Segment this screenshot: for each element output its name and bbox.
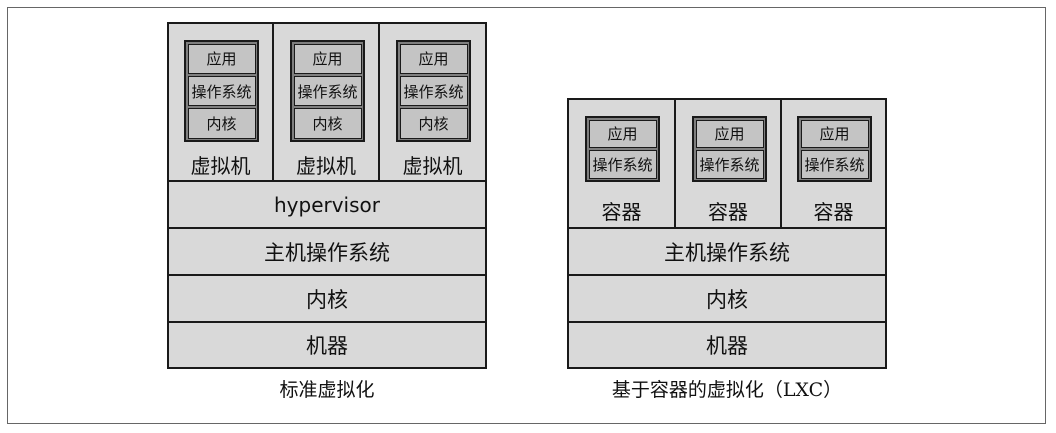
- vm-label: 虚拟机: [296, 154, 356, 178]
- vm-label: 虚拟机: [402, 154, 463, 178]
- vm-stack-2: 应用 操作系统 内核: [290, 40, 365, 142]
- machine-layer: 机器: [567, 321, 887, 369]
- app-block: 应用: [293, 43, 362, 75]
- vm-stack-3: 应用 操作系统 内核: [396, 40, 471, 142]
- vm-cell-3: 应用 操作系统 内核 虚拟机: [378, 22, 487, 182]
- os-block: 操作系统: [293, 75, 362, 107]
- kernel-block: 内核: [293, 107, 362, 139]
- container-cell-3: 应用 操作系统 容器: [780, 98, 887, 229]
- figure-frame: [7, 7, 1046, 424]
- kernel-block: 内核: [187, 107, 256, 139]
- hypervisor-layer: hypervisor: [167, 180, 487, 229]
- host-os-layer: 主机操作系统: [567, 227, 887, 276]
- machine-layer: 机器: [167, 321, 487, 369]
- kernel-layer: 内核: [167, 274, 487, 323]
- app-block: 应用: [399, 43, 468, 75]
- os-block: 操作系统: [800, 149, 869, 179]
- container-cell-2: 应用 操作系统 容器: [674, 98, 782, 229]
- app-block: 应用: [187, 43, 256, 75]
- vm-stack-1: 应用 操作系统 内核: [184, 40, 259, 142]
- container-stack-2: 应用 操作系统: [692, 116, 767, 182]
- kernel-block: 内核: [399, 107, 468, 139]
- vm-cell-1: 应用 操作系统 内核 虚拟机: [167, 22, 274, 182]
- vm-cell-2: 应用 操作系统 内核 虚拟机: [272, 22, 380, 182]
- container-virtualization-caption: 基于容器的虚拟化（LXC）: [611, 379, 843, 401]
- vm-label: 虚拟机: [190, 154, 251, 178]
- os-block: 操作系统: [588, 149, 657, 179]
- container-label: 容器: [601, 200, 642, 224]
- standard-virtualization-caption: 标准虚拟化: [279, 379, 375, 401]
- container-label: 容器: [813, 200, 854, 224]
- app-block: 应用: [588, 119, 657, 149]
- os-block: 操作系统: [399, 75, 468, 107]
- container-stack-3: 应用 操作系统: [797, 116, 872, 182]
- container-cell-1: 应用 操作系统 容器: [567, 98, 676, 229]
- host-os-layer: 主机操作系统: [167, 227, 487, 276]
- app-block: 应用: [800, 119, 869, 149]
- kernel-layer: 内核: [567, 274, 887, 323]
- app-block: 应用: [695, 119, 764, 149]
- container-label: 容器: [708, 200, 748, 224]
- os-block: 操作系统: [187, 75, 256, 107]
- container-stack-1: 应用 操作系统: [585, 116, 660, 182]
- os-block: 操作系统: [695, 149, 764, 179]
